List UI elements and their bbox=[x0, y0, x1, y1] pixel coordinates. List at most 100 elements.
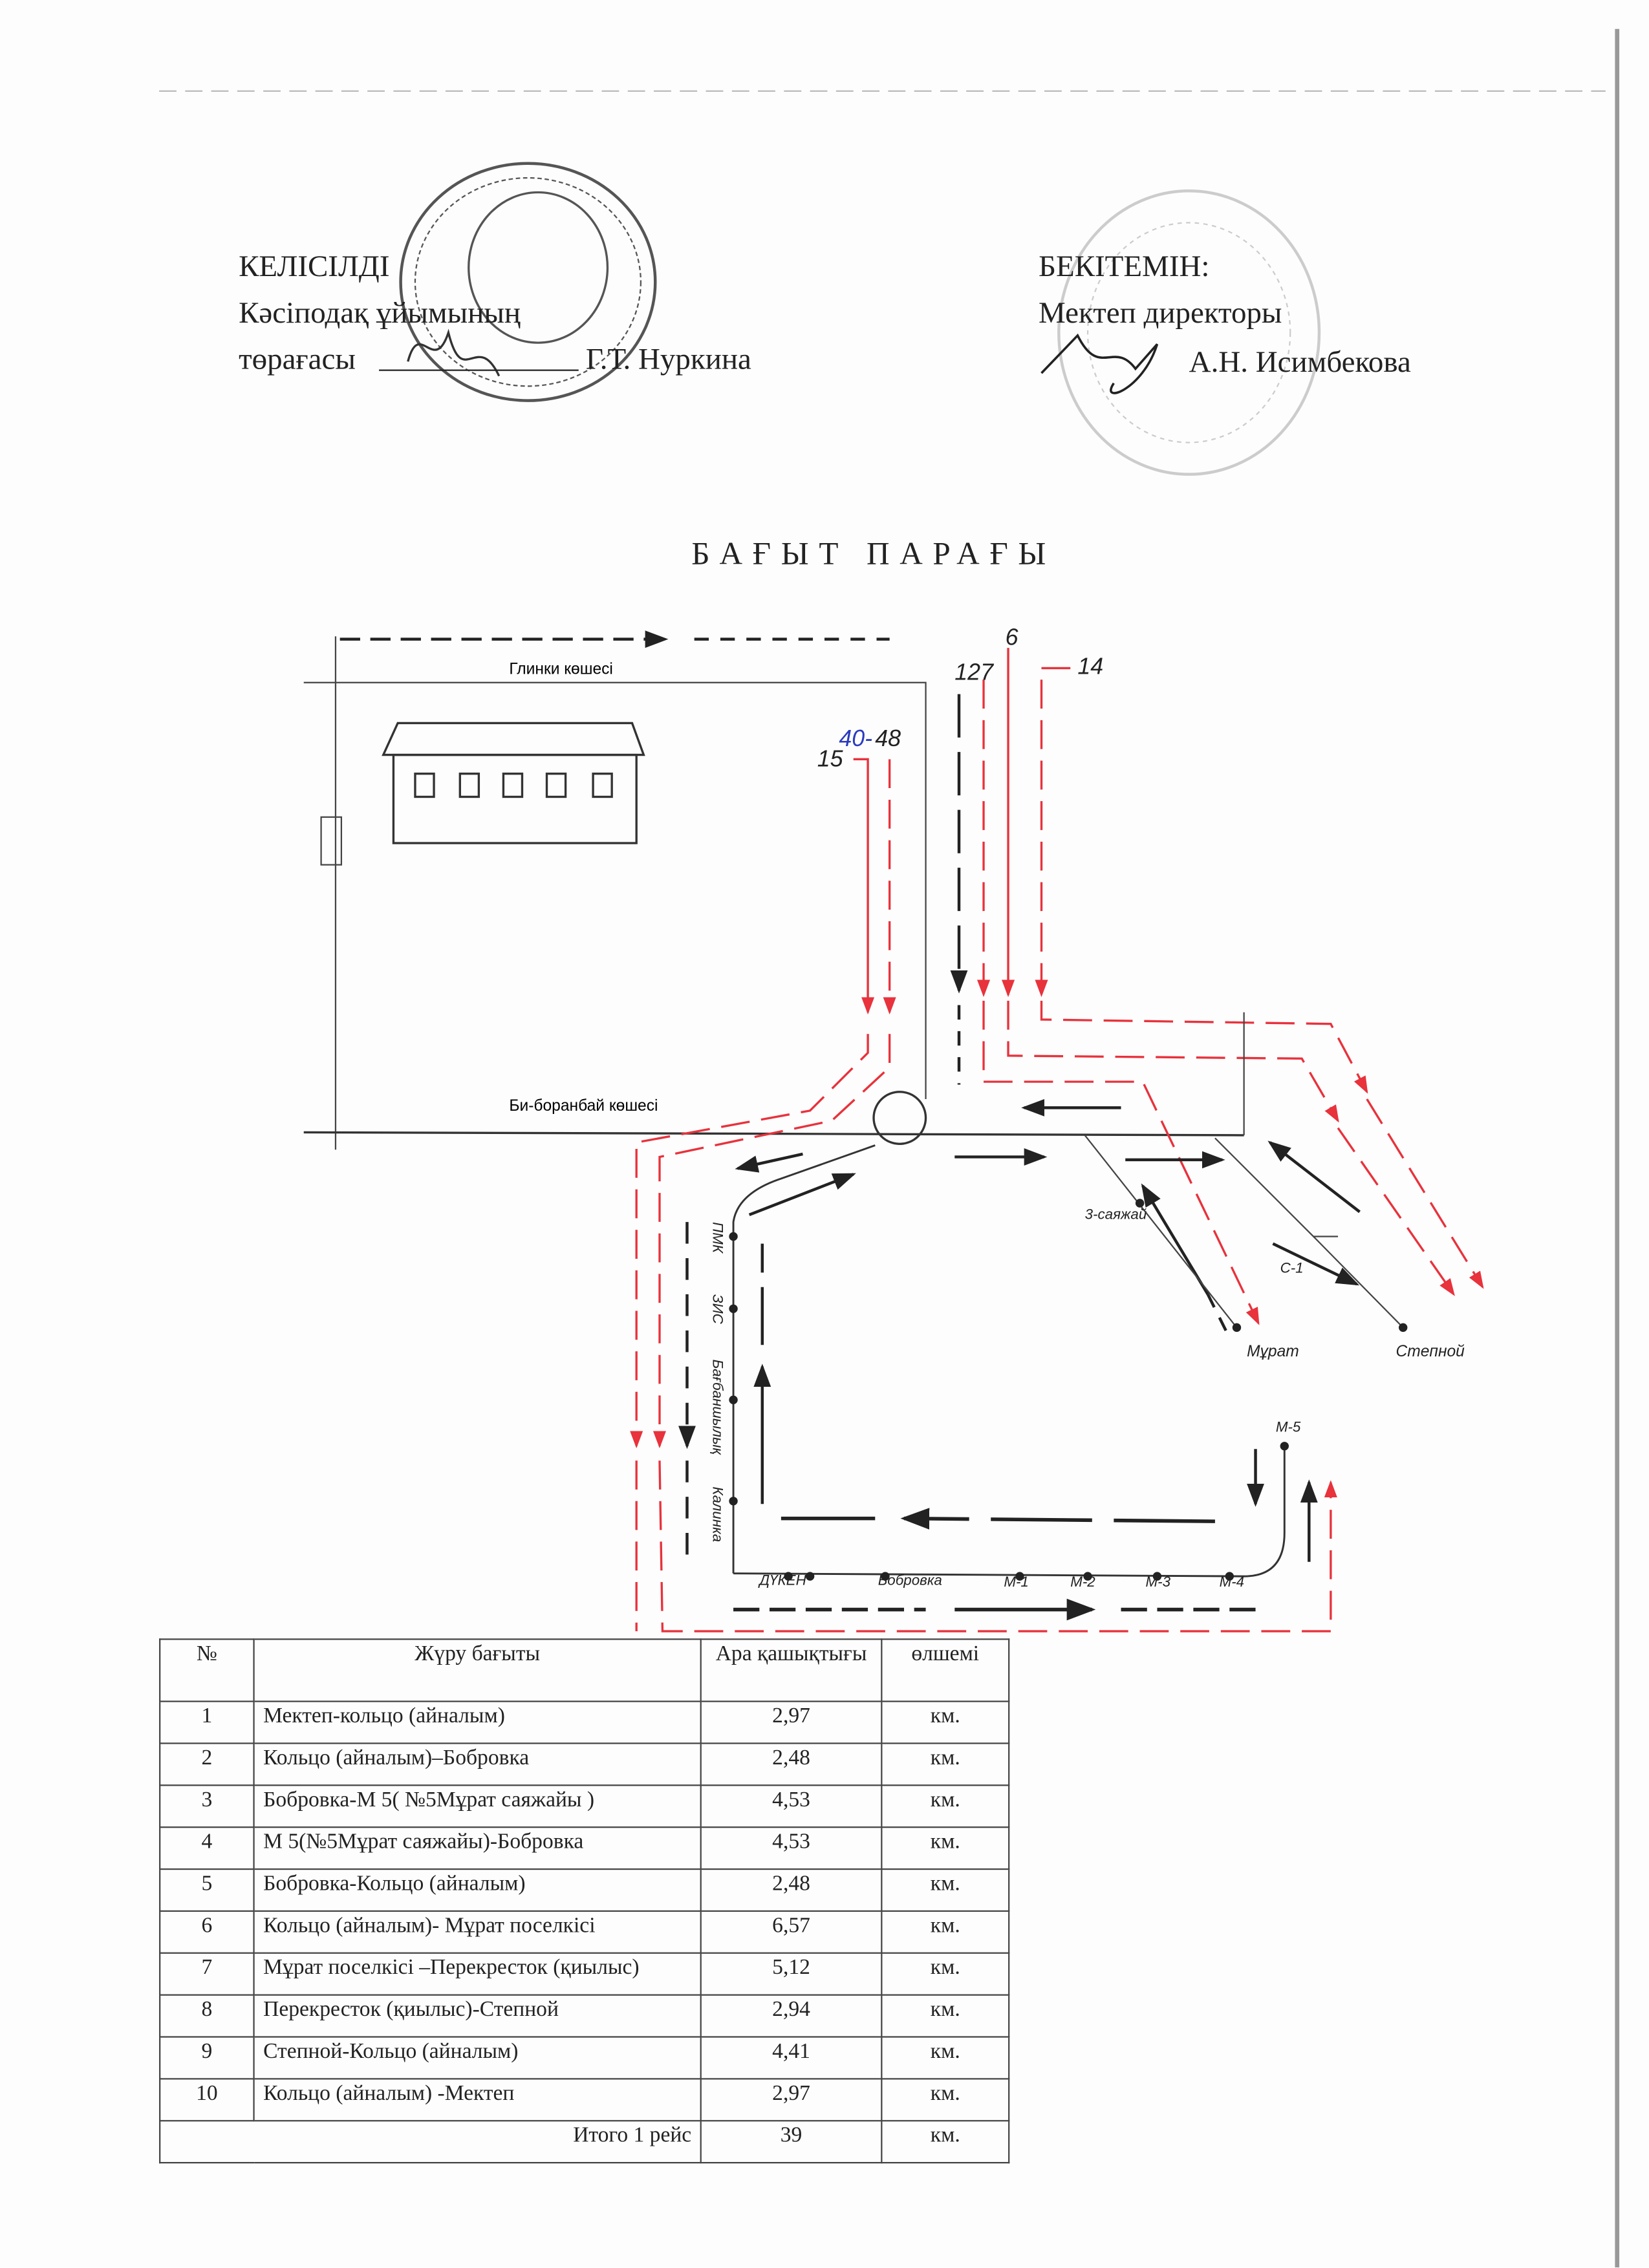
row-distance: 2,48 bbox=[700, 1868, 883, 1912]
route-map: Глинки көшесі Би-боранбай көшесі 40- 48 … bbox=[303, 625, 1484, 1632]
row-number: 8 bbox=[159, 1994, 255, 2038]
col-header-number: № bbox=[159, 1638, 255, 1702]
stop-label-stepnoy: Степной bbox=[1396, 1343, 1465, 1360]
approval-left-role: Кәсіподақ ұйымының bbox=[239, 295, 521, 330]
signature-right bbox=[1040, 333, 1159, 394]
approval-left-title: төрағасы bbox=[239, 341, 356, 376]
route-number-48: 48 bbox=[875, 725, 901, 751]
table-total-row: Итого 1 рейс 39 км. bbox=[159, 2120, 1010, 2164]
total-label: Итого 1 рейс bbox=[159, 2120, 702, 2164]
stop-label-m1: М-1 bbox=[1004, 1574, 1029, 1590]
row-route: Мұрат поселкісі –Перекресток (қиылыс) bbox=[253, 1952, 702, 1996]
page-title: БАҒЫТ ПАРАҒЫ bbox=[691, 535, 1057, 572]
row-number: 4 bbox=[159, 1826, 255, 1870]
school-stamp bbox=[1057, 189, 1321, 476]
row-route: Бобровка-Кольцо (айналым) bbox=[253, 1868, 702, 1912]
row-distance: 4,53 bbox=[700, 1826, 883, 1870]
row-unit: км. bbox=[881, 1742, 1010, 1786]
stop-label-zis: ЗИС bbox=[710, 1294, 726, 1325]
approval-left-heading: КЕЛІСІЛДІ bbox=[239, 248, 390, 284]
row-unit: км. bbox=[881, 1994, 1010, 2038]
school-building-icon bbox=[382, 722, 645, 844]
stop-label-c1: С-1 bbox=[1280, 1259, 1304, 1276]
stop-label-duken: ДҮКЕН bbox=[757, 1572, 806, 1589]
approval-right-heading: БЕКІТЕМІН: bbox=[1039, 248, 1210, 284]
union-stamp bbox=[399, 162, 657, 402]
row-route: Перекресток (қиылыс)-Степной bbox=[253, 1994, 702, 2038]
row-distance: 2,94 bbox=[700, 1994, 883, 2038]
row-unit: км. bbox=[881, 1868, 1010, 1912]
row-number: 7 bbox=[159, 1952, 255, 1996]
row-number: 3 bbox=[159, 1784, 255, 1828]
row-distance: 5,12 bbox=[700, 1952, 883, 1996]
route-number-15: 15 bbox=[817, 746, 843, 772]
row-distance: 2,97 bbox=[700, 2078, 883, 2122]
stop-label-kalinka: Калинка bbox=[710, 1486, 726, 1542]
approval-left-name: Г.Т. Нуркина bbox=[585, 341, 751, 376]
route-number-40: 40- bbox=[839, 725, 872, 751]
row-route: Мектеп-кольцо (айналым) bbox=[253, 1700, 702, 1744]
roundabout-icon bbox=[872, 1091, 927, 1145]
row-unit: км. bbox=[881, 1952, 1010, 1996]
row-number: 2 bbox=[159, 1742, 255, 1786]
row-number: 1 bbox=[159, 1700, 255, 1744]
row-route: М 5(№5Мұрат саяжайы)-Бобровка bbox=[253, 1826, 702, 1870]
row-number: 6 bbox=[159, 1910, 255, 1954]
row-unit: км. bbox=[881, 1910, 1010, 1954]
row-route: Кольцо (айналым)- Мұрат поселкісі bbox=[253, 1910, 702, 1954]
row-unit: км. bbox=[881, 1700, 1010, 1744]
col-header-route: Жүру бағыты bbox=[253, 1638, 702, 1702]
route-number-6: 6 bbox=[1006, 625, 1018, 650]
stop-label-m3: М-3 bbox=[1146, 1574, 1171, 1590]
row-unit: км. bbox=[881, 1826, 1010, 1870]
row-route: Кольцо (айналым)–Бобровка bbox=[253, 1742, 702, 1786]
row-distance: 2,48 bbox=[700, 1742, 883, 1786]
row-distance: 4,53 bbox=[700, 1784, 883, 1828]
row-number: 5 bbox=[159, 1868, 255, 1912]
street-label-biboranbay: Би-боранбай көшесі bbox=[509, 1097, 658, 1115]
stop-label-m2: М-2 bbox=[1070, 1574, 1095, 1590]
row-route: Кольцо (айналым) -Мектеп bbox=[253, 2078, 702, 2122]
row-unit: км. bbox=[881, 2078, 1010, 2122]
col-header-distance: Ара қашықтығы bbox=[700, 1638, 883, 1702]
approval-right-role: Мектеп директоры bbox=[1039, 295, 1282, 330]
stop-label-bagbanshylyk: Бағбаншылық bbox=[710, 1360, 726, 1456]
route-number-127: 127 bbox=[954, 659, 994, 685]
col-header-unit: өлшемі bbox=[881, 1638, 1010, 1702]
stop-label-m5: М-5 bbox=[1276, 1418, 1301, 1435]
row-route: Бобровка-М 5( №5Мұрат саяжайы ) bbox=[253, 1784, 702, 1828]
row-number: 10 bbox=[159, 2078, 255, 2122]
street-label-glinki: Глинки көшесі bbox=[509, 660, 613, 678]
row-route: Степной-Кольцо (айналым) bbox=[253, 2036, 702, 2080]
stop-label-3-sayajai: 3-саяжай bbox=[1085, 1206, 1147, 1223]
row-distance: 6,57 bbox=[700, 1910, 883, 1954]
row-distance: 4,41 bbox=[700, 2036, 883, 2080]
row-unit: км. bbox=[881, 1784, 1010, 1828]
stop-label-bobrovka: Бобровка bbox=[878, 1572, 942, 1589]
stop-label-m4: М-4 bbox=[1220, 1574, 1245, 1590]
row-number: 9 bbox=[159, 2036, 255, 2080]
table-header-row: № Жүру бағыты Ара қашықтығы өлшемі bbox=[159, 1638, 1010, 1702]
total-unit: км. bbox=[881, 2120, 1010, 2164]
stop-label-pmk: ПМК bbox=[710, 1222, 726, 1254]
route-number-14: 14 bbox=[1077, 653, 1103, 679]
row-unit: км. bbox=[881, 2036, 1010, 2080]
gate-icon bbox=[320, 816, 343, 866]
row-distance: 2,97 bbox=[700, 1700, 883, 1744]
approval-right-name: А.Н. Исимбекова bbox=[1189, 344, 1411, 380]
total-distance: 39 bbox=[700, 2120, 883, 2164]
stop-label-murat: Мұрат bbox=[1247, 1343, 1299, 1360]
